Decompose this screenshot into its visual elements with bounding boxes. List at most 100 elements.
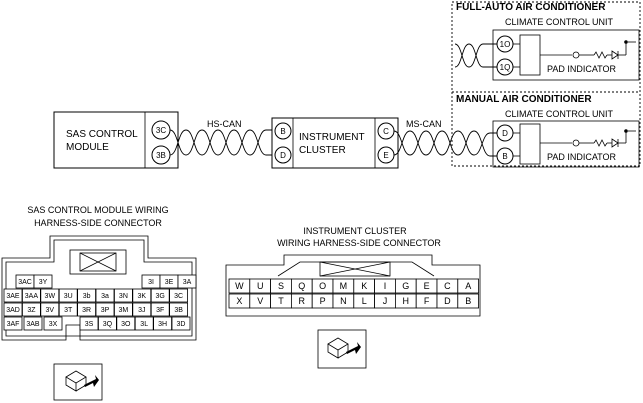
ic-pin-g: G — [402, 281, 409, 291]
ic-pin-h-lower: H — [403, 296, 410, 306]
sas-pin-3s: 3S — [85, 321, 94, 328]
sas-pin-3a-box — [95, 288, 115, 303]
sas-connector-outline — [1, 235, 197, 341]
manual-climate-unit-label: CLIMATE CONTROL UNIT — [505, 109, 614, 119]
sas-pin-3ab: 3AB — [26, 321, 40, 328]
sas-terminal-3c-label: 3C — [156, 126, 166, 135]
ic-connector-plug-icon — [327, 337, 361, 359]
sas-pin-3m-box — [114, 302, 133, 317]
full-auto-diode-icon — [611, 50, 619, 60]
sas-connector-title-line1: SAS CONTROL MODULE WIRING — [27, 205, 168, 215]
full-auto-resistor-icon — [593, 51, 608, 59]
ic-connector-key-window — [319, 261, 391, 277]
ic-connector-key-cross — [319, 261, 391, 277]
sas-connector-key-window — [69, 249, 127, 275]
sas-pin-3f: 3F — [156, 307, 164, 314]
ms-can-twisted-pair-b — [393, 130, 497, 157]
ic-pin-s: S — [278, 281, 284, 291]
instrument-cluster-label-line2: CLUSTER — [299, 145, 346, 156]
sas-pin-3t: 3T — [64, 307, 73, 314]
manual-resistor-icon — [593, 139, 608, 147]
sas-pin-3e: 3E — [165, 279, 174, 286]
full-auto-lamp-icon — [572, 51, 580, 59]
ic-pin-a-box — [457, 278, 479, 294]
ic-pin-t-lower: T — [278, 296, 284, 306]
sas-pin-3c-box — [169, 288, 189, 303]
ic-pin-r-lower: R — [299, 296, 306, 306]
instrument-cluster-box — [271, 117, 399, 169]
ms-can-twisted-pair-a — [393, 130, 497, 156]
manual-terminal-d-label: D — [502, 129, 508, 138]
sas-pin-3ac: 3AC — [18, 279, 32, 286]
sas-pin-3v: 3V — [46, 307, 55, 314]
sas-pin-3y: 3Y — [39, 279, 48, 286]
sas-pin-3c: 3C — [174, 293, 183, 300]
manual-diode-icon — [611, 138, 619, 148]
sas-pin-3x-box — [43, 316, 63, 331]
full-auto-climate-unit-box — [492, 29, 640, 81]
sas-pin-3b-box — [77, 288, 96, 303]
sas-pin-3a: 3a — [101, 293, 109, 300]
ic-pin-m: M — [340, 281, 348, 291]
manual-climate-unit-box — [492, 120, 640, 168]
sas-pin-3l-box — [134, 316, 154, 331]
ic-pin-k: K — [361, 281, 367, 291]
sas-pin-3g: 3G — [156, 293, 165, 300]
sas-pin-3l: 3L — [140, 321, 148, 328]
sas-pin-3q: 3Q — [103, 321, 113, 328]
sas-pin-3d: 3D — [177, 321, 186, 328]
ic-pin-d-lower: D — [444, 296, 451, 306]
hs-can-twisted-pair-a — [169, 129, 274, 156]
ic-pin-i: I — [384, 281, 387, 291]
ic-pin-a: A — [465, 281, 471, 291]
sas-module-label-line1: SAS CONTROL — [66, 129, 138, 140]
ic-terminal-d-label: D — [280, 151, 286, 160]
ic-pin-v-lower: V — [257, 296, 263, 306]
sas-pin-3d-box — [171, 316, 191, 331]
ic-pin-f-lower: F — [424, 296, 430, 306]
instrument-cluster-label-line1: INSTRUMENT — [299, 132, 365, 143]
ic-pin-w: W — [235, 281, 244, 291]
ic-pin-o: O — [319, 281, 326, 291]
ic-connector-icon-frame — [317, 329, 367, 369]
sas-pin-3a-box — [177, 274, 197, 289]
full-auto-pad-indicator-label: PAD INDICATOR — [547, 64, 617, 74]
ic-pin-l-lower: L — [362, 296, 367, 306]
manual-terminal-b-label: B — [502, 152, 507, 161]
sas-pin-3a: 3A — [183, 279, 192, 286]
sas-connector-icon-frame — [53, 363, 103, 401]
sas-pin-3p: 3P — [101, 307, 110, 314]
ic-pin-p-lower: P — [320, 296, 326, 306]
full-auto-power-dot — [624, 40, 628, 44]
sas-connector-plug-icon — [65, 370, 99, 392]
sas-pin-3x: 3X — [49, 321, 58, 328]
ic-connector-outline — [225, 254, 481, 317]
sas-pin-3b: 3B — [174, 307, 183, 314]
full-auto-twisted-pair-b — [454, 43, 497, 68]
air-conditioner-group-outline — [451, 1, 641, 167]
sas-terminal-3b-label: 3B — [156, 151, 166, 160]
manual-ac-title: MANUAL AIR CONDITIONER — [456, 94, 592, 105]
ic-terminal-d — [274, 146, 292, 164]
ic-terminal-e-label: E — [383, 151, 388, 160]
sas-pin-3j: 3J — [138, 307, 145, 314]
sas-pin-3y-box — [33, 274, 53, 289]
sas-pin-3af-box — [3, 316, 23, 331]
sas-pin-3m: 3M — [119, 307, 129, 314]
manual-inner-block — [519, 123, 541, 165]
sas-pin-3aa: 3AA — [25, 293, 39, 300]
sas-pin-3n: 3N — [119, 293, 128, 300]
sas-pin-3ae: 3AE — [6, 293, 20, 300]
ic-terminal-c-label: C — [383, 127, 389, 136]
ic-pin-b-lower: B — [465, 296, 471, 306]
hs-can-twisted-pair-b — [169, 129, 274, 156]
ic-pin-b-lower-box — [457, 293, 479, 309]
sas-pin-3b-box — [169, 302, 189, 317]
sas-pin-3i: 3I — [148, 279, 154, 286]
full-auto-terminal-1q-label: 1Q — [500, 63, 511, 72]
ic-pin-e: E — [424, 281, 430, 291]
sas-pin-3t-box — [58, 302, 78, 317]
